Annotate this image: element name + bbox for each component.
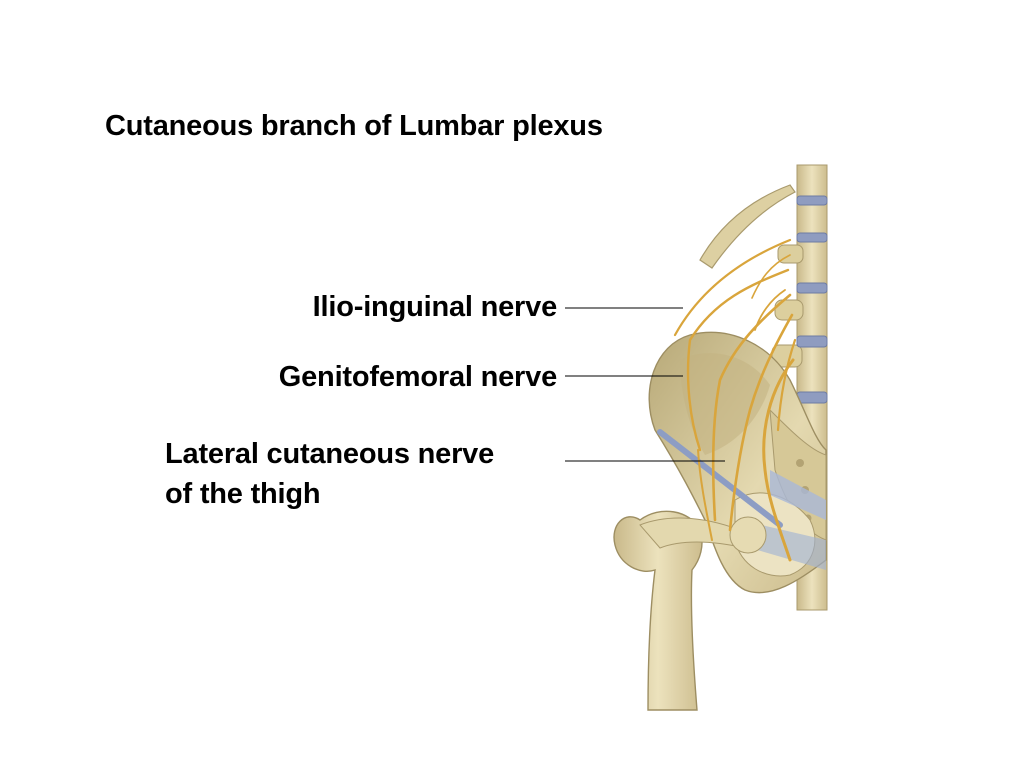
diagram-title: Cutaneous branch of Lumbar plexus [105,110,603,142]
lumbar-nerves [673,238,797,562]
femur [613,510,767,711]
label-lateral-cutaneous-nerve: Lateral cutaneous nerve of the thigh [165,434,494,514]
label-lateral-cutaneous-line1: Lateral cutaneous nerve [165,438,495,470]
label-genitofemoral-nerve: Genitofemoral nerve [278,361,557,393]
rib [699,184,796,269]
label-ilio-inguinal-nerve: Ilio-inguinal nerve [312,291,558,323]
label-lateral-cutaneous-line2: of the thigh [165,478,321,510]
inguinal-ligament [657,429,783,528]
